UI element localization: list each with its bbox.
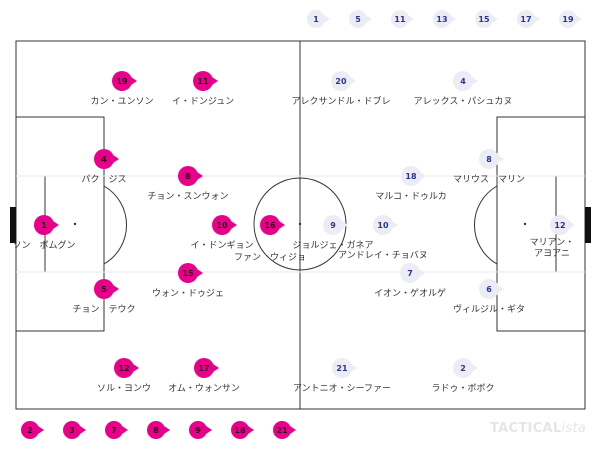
sub-number: 1 — [307, 10, 330, 28]
player-number: 4 — [94, 149, 119, 169]
player-name: イオン・ゲオルゲ — [373, 289, 446, 299]
sub-number: 21 — [273, 421, 296, 439]
player-number: 20 — [331, 71, 356, 91]
sub-number: 3 — [63, 421, 86, 439]
player-name: カン・ユンソン — [90, 97, 154, 107]
player-number: 16 — [260, 215, 285, 235]
sub-number: 11 — [391, 10, 414, 28]
player-number: 10 — [373, 215, 398, 235]
player-name: ヴィルジル・ギタ — [452, 305, 525, 315]
sub-number: 9 — [189, 421, 212, 439]
player-number: 12 — [114, 358, 139, 378]
player-number: 9 — [323, 215, 348, 235]
right-goal — [585, 207, 591, 243]
player-number: 6 — [479, 279, 504, 299]
player-number: 7 — [400, 263, 425, 283]
sub-number: 8 — [147, 421, 170, 439]
sub-number: 7 — [105, 421, 128, 439]
player-name: マルコ・ドゥルカ — [375, 192, 447, 202]
player-number: 8 — [178, 166, 203, 186]
player-name: ジョルジェ・ガネア — [292, 241, 374, 251]
player-number: 19 — [112, 71, 137, 91]
player-name: パク ジス — [81, 175, 127, 185]
player-name: イ・ドンギョン — [190, 241, 254, 251]
player-name: ラドゥ・ボボク — [431, 384, 495, 394]
player-number: 8 — [479, 149, 504, 169]
brand-main: TACTICAL — [490, 421, 562, 436]
player-number: 11 — [193, 71, 218, 91]
sub-number: 2 — [21, 421, 44, 439]
player-name: アレクサンドル・ドブレ — [291, 97, 391, 107]
player-name: ソン ボムグン — [12, 241, 76, 251]
sub-number: 5 — [349, 10, 372, 28]
sub-number: 15 — [475, 10, 498, 28]
player-name: イ・ドンジュン — [171, 97, 235, 107]
player-number: 18 — [401, 166, 426, 186]
player-name: アンドレイ・チョバヌ — [338, 251, 428, 261]
sub-number: 18 — [231, 421, 254, 439]
player-name: マリアン・ アヨアニ — [529, 238, 575, 259]
brand-suffix: ista — [561, 421, 587, 436]
player-number: 4 — [453, 71, 478, 91]
player-name: ウォン・ドゥジェ — [151, 289, 224, 299]
player-number: 2 — [453, 358, 478, 378]
player-number: 12 — [550, 215, 575, 235]
sub-number: 13 — [433, 10, 456, 28]
player-name: ソル・ヨンウ — [96, 384, 151, 394]
left-goal — [10, 207, 16, 243]
brand-logo: TACTICALista — [490, 421, 586, 436]
player-number: 15 — [178, 263, 203, 283]
sub-number: 17 — [517, 10, 540, 28]
sub-number: 19 — [559, 10, 582, 28]
player-number: 1 — [34, 215, 59, 235]
player-number: 5 — [94, 279, 119, 299]
player-number: 17 — [194, 358, 219, 378]
player-name: アレックス・パシュカヌ — [413, 97, 513, 107]
player-name: チョン・スンウォン — [147, 192, 229, 202]
player-name: マリウス マリン — [452, 175, 525, 185]
player-name: ファン ウィジョ — [233, 253, 306, 263]
player-number: 10 — [212, 215, 237, 235]
player-number: 21 — [332, 358, 357, 378]
player-name: オム・ウォンサン — [168, 384, 240, 394]
player-name: アントニオ・シーファー — [292, 384, 392, 394]
player-name: チョン テウク — [72, 305, 136, 315]
